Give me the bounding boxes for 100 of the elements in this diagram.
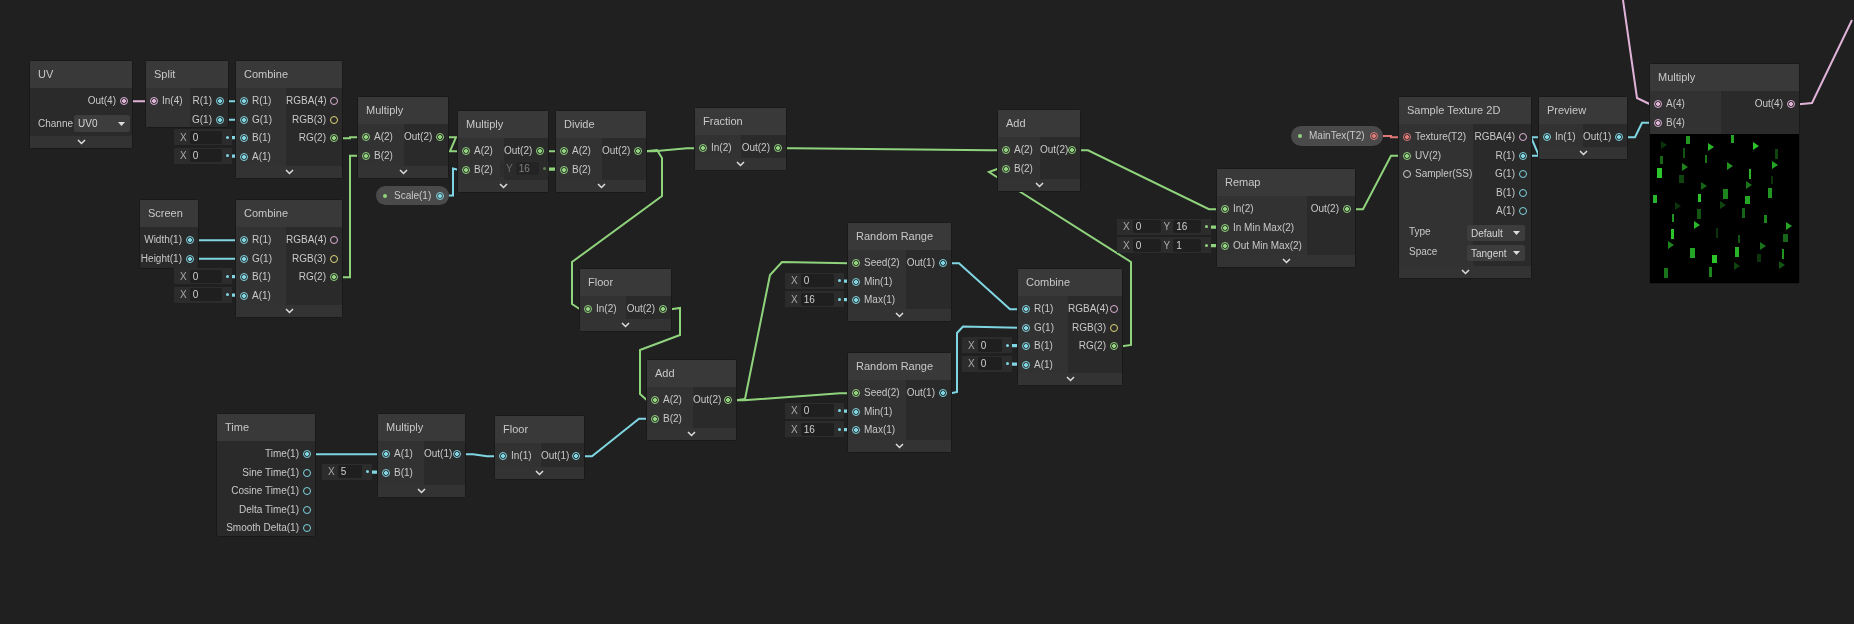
node-title: Floor bbox=[495, 416, 584, 443]
output-port: A(1) bbox=[1473, 202, 1531, 221]
node-title: Add bbox=[647, 360, 736, 387]
node-title: Random Range bbox=[848, 223, 951, 250]
output-port: RGB(3) bbox=[1068, 318, 1122, 337]
vector-input bbox=[174, 286, 232, 303]
output-port: Out(2) bbox=[741, 139, 786, 158]
vector-input bbox=[785, 291, 844, 307]
shader-node bbox=[145, 60, 229, 128]
property-label: Space bbox=[1409, 246, 1438, 257]
number-field: 16 bbox=[1173, 220, 1201, 233]
input-port: B(2) bbox=[556, 160, 602, 179]
axis-label: X bbox=[967, 339, 976, 351]
output-port: RGBA(4) bbox=[1473, 128, 1531, 147]
output-port: Out(1) bbox=[424, 445, 465, 464]
number-field: 0 bbox=[800, 404, 834, 417]
number-field: 0 bbox=[189, 130, 222, 144]
shader-node bbox=[235, 60, 343, 179]
output-port: Width(1) bbox=[140, 231, 198, 250]
number-field: 0 bbox=[189, 269, 222, 283]
output-port: B(1) bbox=[1473, 183, 1531, 202]
output-port: RGBA(4) bbox=[1068, 300, 1122, 319]
output-port: Out(1) bbox=[906, 254, 951, 273]
axis-label: Y bbox=[505, 163, 514, 174]
input-port: In(2) bbox=[1217, 200, 1307, 219]
node-title: Fraction bbox=[695, 108, 786, 135]
input-port: R(1) bbox=[1018, 300, 1068, 319]
number-field: 0 bbox=[1132, 220, 1161, 233]
node-title: Multiply bbox=[358, 97, 448, 124]
output-port: RGB(3) bbox=[286, 110, 342, 129]
input-port: Seed(2) bbox=[848, 384, 906, 403]
input-port: B(1) bbox=[236, 129, 286, 148]
shader-node bbox=[1017, 268, 1123, 386]
output-port: G(1) bbox=[190, 110, 228, 129]
input-port: B(2) bbox=[358, 146, 404, 165]
connection-line bbox=[1382, 135, 1400, 139]
vector-input bbox=[785, 421, 844, 437]
axis-label: X bbox=[327, 466, 336, 477]
input-port: Min(1) bbox=[848, 402, 906, 421]
axis-label: X bbox=[179, 289, 188, 300]
number-field: 0 bbox=[800, 274, 834, 287]
output-port: Out(2) bbox=[626, 300, 671, 319]
node-title: Multiply bbox=[1650, 64, 1799, 91]
shader-node bbox=[579, 268, 672, 332]
axis-label: X bbox=[179, 150, 188, 161]
property-label: Channe bbox=[38, 118, 74, 129]
connection-line bbox=[950, 325, 1019, 395]
input-port: A(2) bbox=[556, 142, 602, 161]
input-port: A(2) bbox=[998, 141, 1040, 160]
output-port: Out(1) bbox=[906, 384, 951, 403]
axis-label: X bbox=[790, 275, 799, 286]
connection-line bbox=[447, 136, 459, 153]
number-field: 0 bbox=[1132, 238, 1161, 252]
output-port: RG(2) bbox=[1068, 337, 1122, 356]
input-port: R(1) bbox=[236, 92, 286, 111]
property-pill: MainTex(T2) bbox=[1291, 126, 1383, 146]
output-port: R(1) bbox=[190, 92, 228, 111]
node-title: UV bbox=[30, 61, 132, 88]
axis-label: X bbox=[1122, 239, 1131, 251]
node-title: Preview bbox=[1539, 97, 1627, 124]
shader-node bbox=[847, 352, 952, 453]
shader-node bbox=[1538, 96, 1628, 160]
input-port: R(1) bbox=[236, 231, 286, 250]
axis-label: X bbox=[1122, 221, 1131, 232]
node-title: Add bbox=[998, 110, 1080, 137]
number-field: 16 bbox=[800, 292, 834, 306]
vector-input bbox=[962, 355, 1012, 372]
connection-line bbox=[1354, 154, 1400, 211]
output-port: Out(4) bbox=[30, 92, 132, 111]
connection-line bbox=[448, 167, 459, 197]
shader-node bbox=[235, 199, 343, 318]
output-port: RG(2) bbox=[286, 129, 342, 148]
axis-label: X bbox=[790, 405, 799, 416]
shader-node bbox=[457, 110, 549, 193]
output-port: Sine Time(1) bbox=[217, 463, 315, 482]
vector-input bbox=[962, 337, 1012, 353]
input-port: Out Min Max(2) bbox=[1217, 237, 1307, 256]
node-title: Floor bbox=[580, 269, 671, 296]
number-field: 16 bbox=[515, 162, 539, 175]
connection-line bbox=[583, 417, 648, 458]
vector-input bbox=[1117, 218, 1211, 235]
input-port: A(1) bbox=[378, 445, 424, 464]
shader-node bbox=[1216, 168, 1356, 268]
input-port: B(4) bbox=[1650, 113, 1721, 132]
output-port: RG(2) bbox=[286, 268, 342, 287]
node-title: Random Range bbox=[848, 353, 951, 380]
output-port: Out(2) bbox=[1040, 141, 1080, 160]
number-field: 0 bbox=[189, 149, 222, 162]
input-port: A(2) bbox=[458, 142, 504, 161]
property-label: Type bbox=[1409, 226, 1431, 237]
shader-node bbox=[555, 110, 647, 193]
vector-input bbox=[174, 129, 232, 145]
input-port: B(1) bbox=[378, 463, 424, 482]
shader-node bbox=[1398, 96, 1532, 279]
input-port: Max(1) bbox=[848, 291, 906, 310]
vector-input bbox=[174, 147, 232, 164]
axis-label: X bbox=[790, 293, 799, 305]
shader-node bbox=[29, 60, 133, 149]
output-port: RGBA(4) bbox=[286, 92, 342, 111]
shader-node bbox=[216, 413, 316, 537]
